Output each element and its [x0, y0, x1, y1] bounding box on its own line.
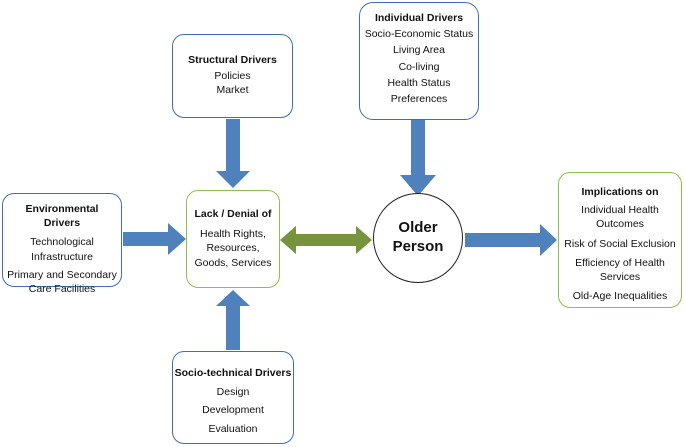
sociotechnical-drivers-title: Socio-technical Drivers [174, 367, 292, 379]
lack-item: Goods, Services [194, 256, 272, 269]
arrow-structural-to-lack [216, 119, 250, 188]
individual-item: Preferences [390, 92, 448, 105]
individual-item: Co-living [398, 60, 440, 73]
individual-drivers-title: Individual Drivers [374, 12, 464, 24]
structural-drivers-title: Structural Drivers [188, 54, 277, 66]
structural-item: Policies [214, 70, 251, 83]
older-person-circle: Older Person [373, 193, 463, 283]
implications-item: Old-Age Inequalities [572, 290, 668, 303]
structural-drivers-box: Structural Drivers Policies Market [172, 34, 293, 118]
environmental-drivers-box: Environmental Drivers Technological Infr… [2, 193, 122, 295]
arrow-lack-older-person-bidirectional [280, 226, 372, 254]
lack-denial-box: Lack / Denial of Health Rights, Resource… [186, 190, 280, 288]
lack-denial-title: Lack / Denial of [194, 208, 272, 220]
arrow-individual-to-older-person [400, 120, 436, 196]
environmental-item: Technological Infrastructure [30, 236, 94, 263]
individual-drivers-box: Individual Drivers Socio-Economic Status… [359, 2, 479, 120]
lack-item: Health Rights, [200, 228, 266, 241]
arrow-older-person-to-implications [465, 224, 557, 256]
sociotechnical-item: Evaluation [208, 422, 258, 435]
environmental-item: Primary and Secondary Care Facilities [7, 268, 117, 295]
lack-item: Resources, [206, 242, 260, 255]
structural-item: Market [216, 84, 249, 97]
implications-item: Individual Health Outcomes [581, 204, 659, 231]
sociotechnical-drivers-box: Socio-technical Drivers Design Developme… [172, 351, 294, 444]
older-person-line1: Older [398, 219, 438, 237]
arrow-environmental-to-lack [123, 223, 186, 255]
implications-item: Efficiency of Health Services [575, 256, 665, 283]
arrow-sociotechnical-to-lack [216, 290, 250, 350]
implications-item: Risk of Social Exclusion [564, 237, 676, 250]
implications-box: Implications on Individual Health Outcom… [558, 172, 682, 308]
sociotechnical-item: Development [202, 404, 264, 417]
older-person-line2: Person [392, 238, 444, 255]
implications-title: Implications on [581, 186, 659, 198]
sociotechnical-item: Design [216, 386, 250, 399]
individual-item: Socio-Economic Status [364, 28, 474, 41]
individual-item: Living Area [393, 44, 445, 57]
environmental-drivers-title: Environmental Drivers [25, 203, 99, 230]
individual-item: Health Status [387, 76, 451, 89]
